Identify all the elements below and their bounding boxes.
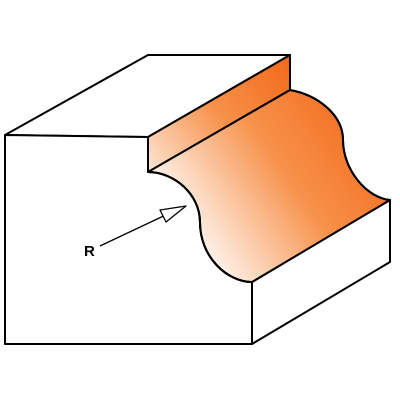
profile-back-outline [289, 89, 391, 201]
radius-arrowhead [159, 205, 187, 223]
radius-label: R [84, 243, 95, 260]
profile-outline [147, 171, 253, 283]
radius-leader-line [99, 211, 173, 247]
